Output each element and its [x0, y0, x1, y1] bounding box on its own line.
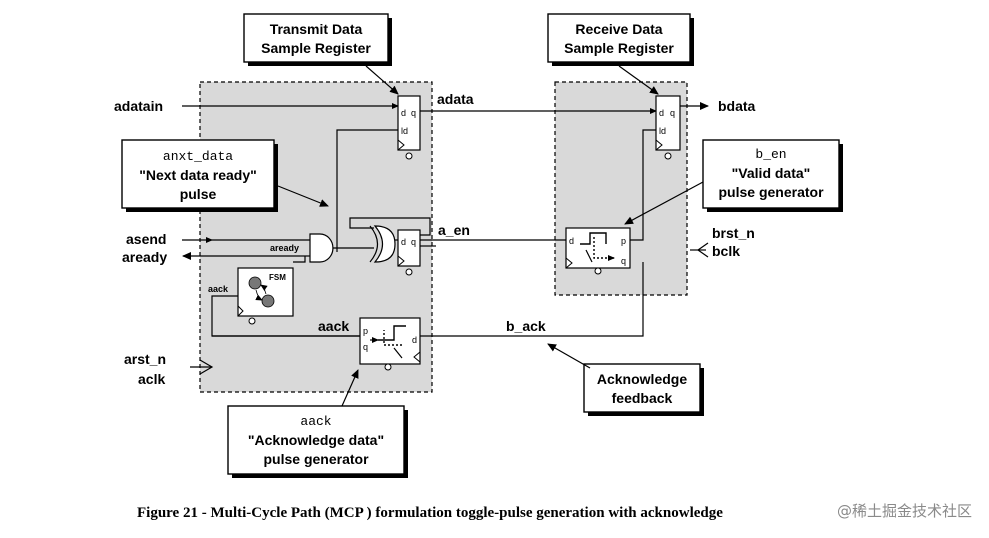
- xor-gate: [369, 225, 396, 263]
- callout-aack-pulse-generator: aack "Acknowledge data" pulse generator: [227, 369, 408, 478]
- svg-text:anxt_data: anxt_data: [163, 149, 233, 164]
- pin-q: q: [363, 342, 368, 352]
- svg-text:Acknowledge: Acknowledge: [597, 371, 687, 387]
- svg-text:Receive Data: Receive Data: [575, 21, 662, 37]
- pin-d: d: [412, 335, 417, 345]
- callout-b-en: b_en "Valid data" pulse generator: [624, 139, 843, 225]
- label-a-en: a_en: [438, 222, 470, 238]
- pin-d: d: [659, 108, 664, 118]
- label-aclk: aclk: [138, 371, 165, 387]
- pin-d: d: [401, 108, 406, 118]
- svg-text:"Acknowledge data": "Acknowledge data": [248, 432, 384, 448]
- callout-anxt-data: anxt_data "Next data ready" pulse: [121, 139, 329, 212]
- receive-data-register: d q ld: [655, 95, 681, 160]
- bclk-clock-symbol: [696, 242, 709, 258]
- label-arst-n: arst_n: [124, 351, 166, 367]
- pin-q: q: [670, 108, 675, 118]
- label-asend: asend: [126, 231, 166, 247]
- b-en-pulse-generator: d p q: [565, 227, 631, 275]
- label-b-ack: b_ack: [506, 318, 546, 334]
- pin-q: q: [411, 108, 416, 118]
- label-adata: adata: [437, 91, 474, 107]
- callout-acknowledge-feedback: Acknowledge feedback: [547, 343, 704, 416]
- pin-q: q: [411, 237, 416, 247]
- a-en-toggle-flipflop: d q: [397, 229, 421, 276]
- pin-q: q: [621, 256, 626, 266]
- label-aack-fsm: aack: [208, 284, 229, 294]
- pin-ld: ld: [659, 126, 666, 136]
- and-gate: [309, 233, 334, 263]
- svg-text:pulse generator: pulse generator: [263, 451, 369, 467]
- watermark: @稀土掘金技术社区: [837, 502, 972, 520]
- label-adatain: adatain: [114, 98, 163, 114]
- label-aready: aready: [122, 249, 167, 265]
- aack-pulse-generator: p q d: [359, 317, 421, 371]
- svg-text:Transmit Data: Transmit Data: [270, 21, 363, 37]
- pin-d: d: [569, 236, 574, 246]
- svg-text:feedback: feedback: [612, 390, 673, 406]
- fsm-label: FSM: [269, 273, 286, 282]
- svg-text:pulse generator: pulse generator: [718, 184, 824, 200]
- figure-caption: Figure 21 - Multi-Cycle Path (MCP ) form…: [137, 505, 723, 521]
- svg-text:pulse: pulse: [180, 186, 217, 202]
- svg-text:"Next data ready": "Next data ready": [139, 167, 257, 183]
- label-bdata: bdata: [718, 98, 756, 114]
- fsm-block: FSM: [237, 267, 294, 325]
- pin-p: p: [363, 326, 368, 336]
- wires: [182, 102, 709, 368]
- svg-text:Sample Register: Sample Register: [564, 40, 674, 56]
- callout-receive: Receive Data Sample Register: [547, 13, 694, 95]
- callout-transmit: Transmit Data Sample Register: [243, 13, 399, 95]
- svg-text:aack: aack: [300, 414, 331, 429]
- transmit-data-register: d q ld: [397, 95, 421, 160]
- label-aack: aack: [318, 318, 349, 334]
- label-brst-n: brst_n: [712, 225, 755, 241]
- svg-text:Sample Register: Sample Register: [261, 40, 371, 56]
- pin-ld: ld: [401, 126, 408, 136]
- svg-text:b_en: b_en: [755, 147, 786, 162]
- aclk-clock-symbol: [199, 359, 214, 375]
- svg-text:"Valid data": "Valid data": [732, 165, 811, 181]
- pin-d: d: [401, 237, 406, 247]
- label-aready-internal: aready: [270, 243, 299, 253]
- pin-p: p: [621, 236, 626, 246]
- label-bclk: bclk: [712, 243, 740, 259]
